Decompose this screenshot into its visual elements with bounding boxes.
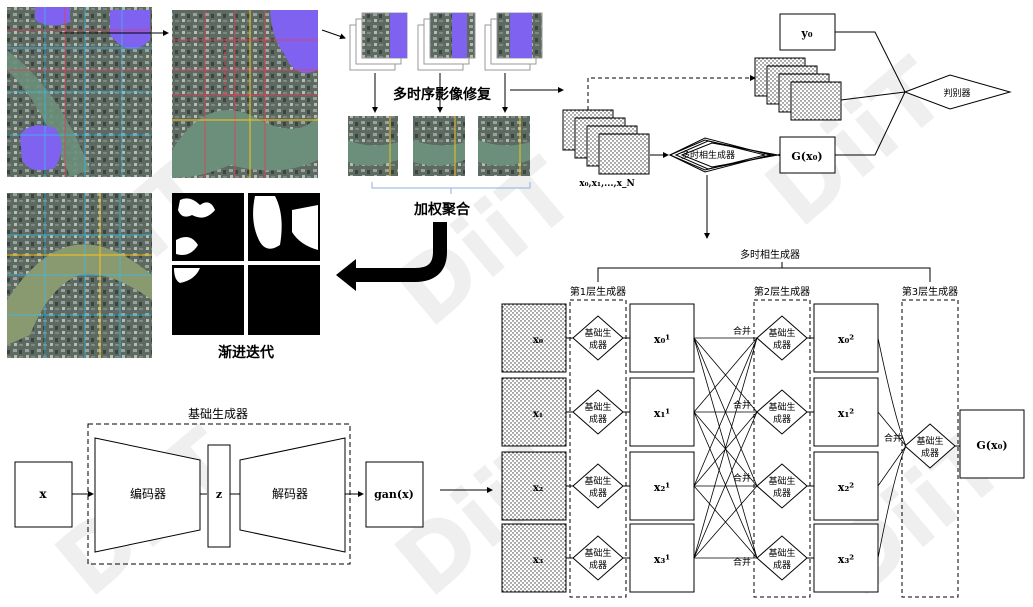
ganx-box bbox=[365, 461, 424, 528]
base-gen-label: 成器 bbox=[773, 487, 791, 499]
merge-label: 合并 bbox=[884, 432, 902, 444]
base-gen-label: 基础生 bbox=[584, 547, 611, 559]
base-gen-label: 成器 bbox=[589, 487, 607, 499]
cloud-mask bbox=[110, 10, 150, 49]
discriminator-label: 判别器 bbox=[943, 87, 970, 99]
discriminator-inputs bbox=[835, 31, 906, 156]
layer2-frame bbox=[753, 299, 811, 598]
layer3-label: 第3层生成器 bbox=[902, 285, 958, 298]
base-gen-label: 基础生 bbox=[584, 327, 611, 339]
base-gen-label: 成器 bbox=[589, 339, 607, 351]
col1-boxes bbox=[629, 303, 695, 593]
output-box bbox=[959, 409, 1025, 479]
real-stack bbox=[754, 57, 842, 121]
progressive-label: 渐进迭代 bbox=[218, 344, 274, 361]
cross-connections-1 bbox=[693, 337, 758, 559]
base-gen-label: 基础生 bbox=[768, 547, 795, 559]
output-label: G(x₀) bbox=[976, 439, 1007, 452]
gx0-box bbox=[779, 136, 836, 174]
base-gen-label: 基础生 bbox=[584, 475, 611, 487]
col0-x1: x₁ bbox=[533, 409, 543, 420]
satellite-image-zoomed bbox=[172, 10, 318, 178]
multi-repair-label: 多时序影像修复 bbox=[393, 86, 492, 103]
repaired-tiles bbox=[348, 116, 530, 176]
merge-label: 合并 bbox=[733, 472, 751, 484]
col1-x1: x₁¹ bbox=[654, 407, 670, 420]
base-gen-label: 成器 bbox=[773, 413, 791, 425]
layer3-frame bbox=[901, 299, 959, 598]
curved-arrow-head bbox=[336, 259, 356, 291]
input-stack bbox=[562, 109, 650, 175]
gx0-label: G(x₀) bbox=[791, 150, 822, 163]
tile-stack-2 bbox=[417, 12, 476, 71]
layer1-label: 第1层生成器 bbox=[570, 285, 626, 298]
base-gen-label: 成器 bbox=[589, 413, 607, 425]
discriminator-diamond bbox=[903, 74, 1012, 110]
y0-label: y₀ bbox=[800, 27, 812, 40]
base-gen-label: 成器 bbox=[773, 339, 791, 351]
weighted-agg-label: 加权聚合 bbox=[413, 201, 471, 218]
col2-x3: x₃² bbox=[838, 553, 854, 566]
input-x-box bbox=[14, 461, 73, 528]
base-gen-label: 成器 bbox=[773, 559, 791, 571]
col2-x2: x₂² bbox=[838, 481, 854, 494]
sequence-label: x₀,x₁,...,x_N bbox=[579, 179, 635, 189]
latent-z-label: z bbox=[216, 488, 222, 501]
cloud-mask bbox=[35, 7, 70, 26]
decoder-trapezoid bbox=[239, 437, 346, 553]
connectors bbox=[807, 337, 814, 559]
col1-x0: x₀¹ bbox=[654, 333, 670, 346]
tile-stack-1 bbox=[349, 12, 408, 71]
col0-x0: x₀ bbox=[533, 335, 544, 346]
base-gen-label: 基础生 bbox=[768, 475, 795, 487]
multi-gen-title: 多时相生成器 bbox=[740, 248, 800, 261]
merge-label: 合并 bbox=[733, 325, 751, 337]
col2-boxes bbox=[813, 303, 879, 593]
base-gen-label: 成器 bbox=[921, 447, 939, 459]
col0-x3: x₃ bbox=[533, 555, 543, 566]
base-gen-label: 基础生 bbox=[584, 401, 611, 413]
col2-x1: x₁² bbox=[838, 407, 854, 420]
dashed-arrow bbox=[587, 75, 756, 110]
layer1-frame bbox=[569, 299, 627, 598]
col2-x0: x₀² bbox=[838, 333, 854, 346]
input-x-label: x bbox=[39, 487, 47, 501]
cloud-mask bbox=[270, 10, 318, 73]
col1-x3: x₃¹ bbox=[654, 553, 670, 566]
base-gen-label: 基础生 bbox=[768, 401, 795, 413]
curved-arrow bbox=[352, 222, 447, 282]
col0-x2: x₂ bbox=[533, 483, 543, 494]
layer1-diamonds bbox=[572, 315, 624, 581]
base-gen-label: 成器 bbox=[589, 559, 607, 571]
mask-grid bbox=[172, 193, 320, 335]
base-gen-label: 基础生 bbox=[768, 327, 795, 339]
encoder-label: 编码器 bbox=[130, 486, 166, 501]
arrow bbox=[321, 29, 346, 40]
merge-label: 合并 bbox=[733, 399, 751, 411]
col1-x2: x₂¹ bbox=[654, 481, 670, 494]
base-gen-title: 基础生成器 bbox=[188, 407, 248, 421]
multi-gen-label: 多时相生成器 bbox=[681, 149, 735, 161]
col0-boxes bbox=[501, 303, 567, 593]
connectors bbox=[566, 337, 630, 559]
tree-connector bbox=[597, 262, 931, 282]
base-gen-label: 基础生 bbox=[916, 435, 943, 447]
bracket bbox=[371, 182, 531, 194]
decoder-label: 解码器 bbox=[272, 487, 308, 501]
latent-z-box bbox=[207, 444, 231, 548]
satellite-image-cloudy bbox=[7, 7, 152, 177]
layer2-label: 第2层生成器 bbox=[754, 285, 810, 298]
tile-stack-3 bbox=[484, 12, 543, 71]
merge-label: 合并 bbox=[733, 556, 751, 568]
ganx-label: gan(x) bbox=[374, 488, 414, 501]
encoder-trapezoid bbox=[94, 437, 201, 553]
converge-connections bbox=[877, 337, 907, 559]
layer2-diamonds bbox=[756, 315, 808, 581]
cloud-mask bbox=[20, 125, 62, 171]
satellite-image-final bbox=[7, 193, 152, 358]
